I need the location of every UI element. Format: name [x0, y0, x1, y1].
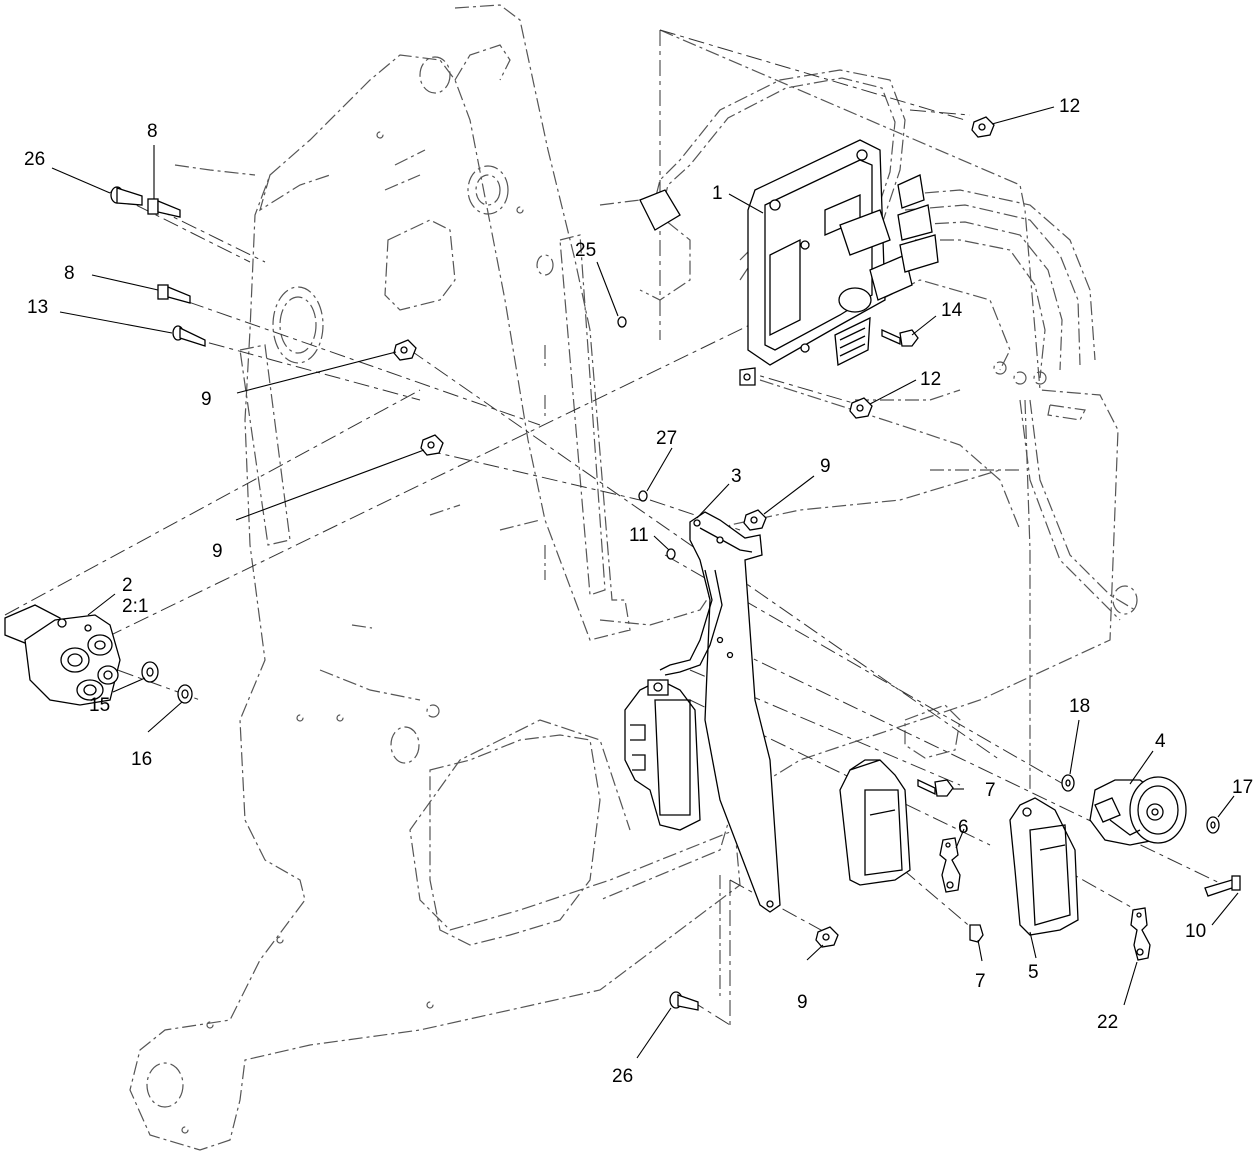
callout-9-lower: 9: [212, 541, 223, 562]
solenoid-relay: [4, 604, 121, 706]
switch-part-4: [1089, 776, 1187, 846]
clip-27: [638, 490, 648, 502]
callout-26-top: 26: [24, 149, 45, 170]
callout-7-lower: 7: [975, 971, 986, 992]
callout-9-upper: 9: [201, 389, 212, 410]
callout-labels: 1 2 2:1 3 4 5 6 7 7 8 8 9 9 9 9 10 11 12…: [24, 96, 1253, 1087]
bolt-7-lower: [969, 924, 984, 943]
bolt-26-top: [110, 186, 143, 206]
callout-12-top: 12: [1059, 96, 1080, 117]
callout-10: 10: [1185, 921, 1206, 942]
nut-9-lower: [420, 434, 444, 456]
callout-26-bottom: 26: [612, 1066, 633, 1087]
mounting-bracket: [659, 511, 781, 913]
callout-5: 5: [1028, 962, 1039, 983]
callout-3: 3: [731, 466, 742, 487]
callout-17: 17: [1232, 777, 1253, 798]
fuse-holder-left: [624, 679, 701, 831]
callout-9-bracket: 9: [820, 456, 831, 477]
callout-7-upper: 7: [985, 780, 996, 801]
controller-module: [639, 139, 939, 386]
callout-9-bottom: 9: [797, 992, 808, 1013]
leader-lines: [51, 106, 1239, 1059]
bolt-8-top: [147, 198, 181, 218]
washer-17: [1206, 816, 1220, 834]
callout-12-bottom: 12: [920, 369, 941, 390]
callout-2: 2: [122, 575, 133, 596]
callout-11: 11: [629, 525, 649, 546]
nut-12-bottom: [849, 397, 873, 419]
bolt-26-bottom: [669, 991, 699, 1011]
bolt-13: [172, 325, 206, 347]
nut-9-bottom: [815, 926, 839, 948]
bolt-14: [881, 328, 919, 347]
clip-25: [617, 316, 627, 328]
bolt-8-mid: [157, 284, 191, 304]
nut-9-upper: [393, 339, 417, 361]
callout-15: 15: [89, 695, 110, 716]
callout-13: 13: [27, 297, 48, 318]
washer-18: [1061, 774, 1075, 792]
nut-11: [666, 548, 676, 560]
callout-2-ratio: 2:1: [122, 596, 148, 617]
callout-4: 4: [1155, 731, 1166, 752]
callout-22: 22: [1097, 1012, 1118, 1033]
washer-15: [141, 661, 159, 683]
callout-6: 6: [958, 817, 969, 838]
callout-8-top: 8: [147, 121, 158, 142]
fuse-6: [939, 837, 961, 893]
nut-16: [177, 684, 193, 704]
callout-14: 14: [941, 300, 963, 321]
nut-9-bracket: [743, 509, 767, 531]
callout-16: 16: [131, 749, 152, 770]
bolt-10: [1204, 875, 1241, 897]
callout-27: 27: [656, 428, 677, 449]
fuse-22: [1130, 907, 1151, 961]
frame-plate-phantom: [129, 4, 961, 1151]
bolt-7-upper: [917, 778, 954, 797]
fuse-holder-middle: [839, 759, 911, 886]
nut-12-top: [971, 116, 995, 138]
fuse-holder-right-5: [1009, 797, 1079, 936]
callout-8-mid: 8: [64, 263, 75, 284]
callout-1: 1: [712, 183, 723, 204]
callout-18: 18: [1069, 696, 1090, 717]
callout-25: 25: [575, 240, 596, 261]
